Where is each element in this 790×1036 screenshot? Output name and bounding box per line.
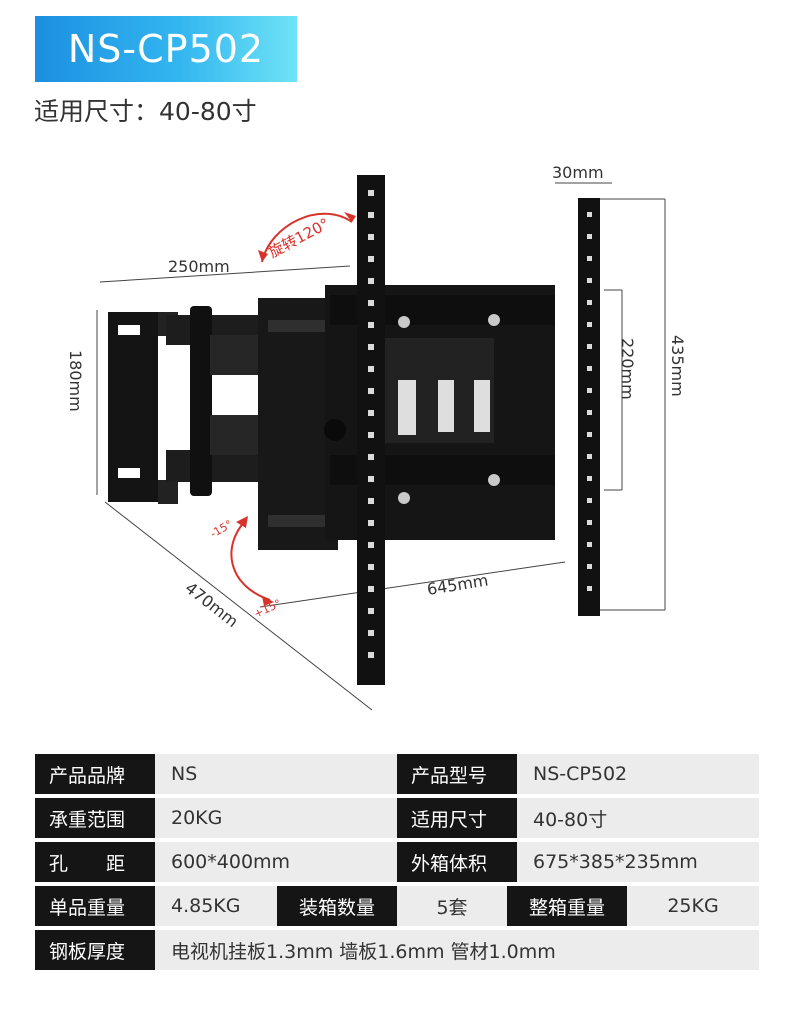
- spec-value: 电视机挂板1.3mm 墙板1.6mm 管材1.0mm: [155, 930, 759, 970]
- dimension-lines: [96, 182, 666, 711]
- vertical-rails: [357, 175, 600, 685]
- applicable-size: 适用尺寸： 40-80寸: [34, 92, 257, 128]
- model-badge: NS-CP502: [35, 16, 297, 82]
- depth-label: 30mm: [552, 163, 604, 182]
- height-inner-label: 220mm: [618, 338, 637, 400]
- rotation-indicator: 旋转120°: [258, 212, 356, 263]
- width-label: 645mm: [426, 571, 490, 599]
- spec-key: 整箱重量: [507, 886, 627, 926]
- spec-value: 675*385*235mm: [517, 842, 759, 882]
- spec-key: 单品重量: [35, 886, 155, 926]
- spec-value: NS: [155, 754, 397, 794]
- spec-row: 承重范围 20KG 适用尺寸 40-80寸: [35, 798, 759, 838]
- spec-row: 孔 距 600*400mm 外箱体积 675*385*235mm: [35, 842, 759, 882]
- spec-key: 产品型号: [397, 754, 517, 794]
- spec-key: 承重范围: [35, 798, 155, 838]
- height-outer-label: 435mm: [668, 335, 687, 397]
- spec-key: 孔 距: [35, 842, 155, 882]
- spec-value: 4.85KG: [155, 886, 277, 926]
- spec-value: 40-80寸: [517, 798, 759, 838]
- spec-row: 产品品牌 NS 产品型号 NS-CP502: [35, 754, 759, 794]
- spec-key: 适用尺寸: [397, 798, 517, 838]
- extension-label: 470mm: [182, 578, 242, 631]
- spec-key: 外箱体积: [397, 842, 517, 882]
- spec-value: 20KG: [155, 798, 397, 838]
- spec-row: 钢板厚度 电视机挂板1.3mm 墙板1.6mm 管材1.0mm: [35, 930, 759, 970]
- spec-table: 产品品牌 NS 产品型号 NS-CP502 承重范围 20KG 适用尺寸 40-…: [35, 754, 759, 974]
- wall-plate-height-label: 180mm: [66, 350, 85, 412]
- spec-key: 装箱数量: [277, 886, 397, 926]
- product-diagram: 旋转120° -15° +15°: [66, 163, 687, 711]
- spec-key: 产品品牌: [35, 754, 155, 794]
- spec-key: 钢板厚度: [35, 930, 155, 970]
- spec-value: NS-CP502: [517, 754, 759, 794]
- arm-length-label: 250mm: [168, 257, 230, 276]
- spec-value: 5套: [397, 886, 507, 926]
- swing-arms: [166, 298, 338, 550]
- spec-value: 600*400mm: [155, 842, 397, 882]
- tilt-up-label: -15°: [208, 518, 235, 541]
- spec-value: 25KG: [627, 886, 759, 926]
- size-value: 40-80寸: [159, 97, 257, 126]
- rotation-label: 旋转120°: [265, 215, 332, 262]
- model-title: NS-CP502: [67, 27, 265, 71]
- size-label: 适用尺寸：: [34, 97, 160, 126]
- spec-row: 单品重量 4.85KG 装箱数量 5套 整箱重量 25KG: [35, 886, 759, 926]
